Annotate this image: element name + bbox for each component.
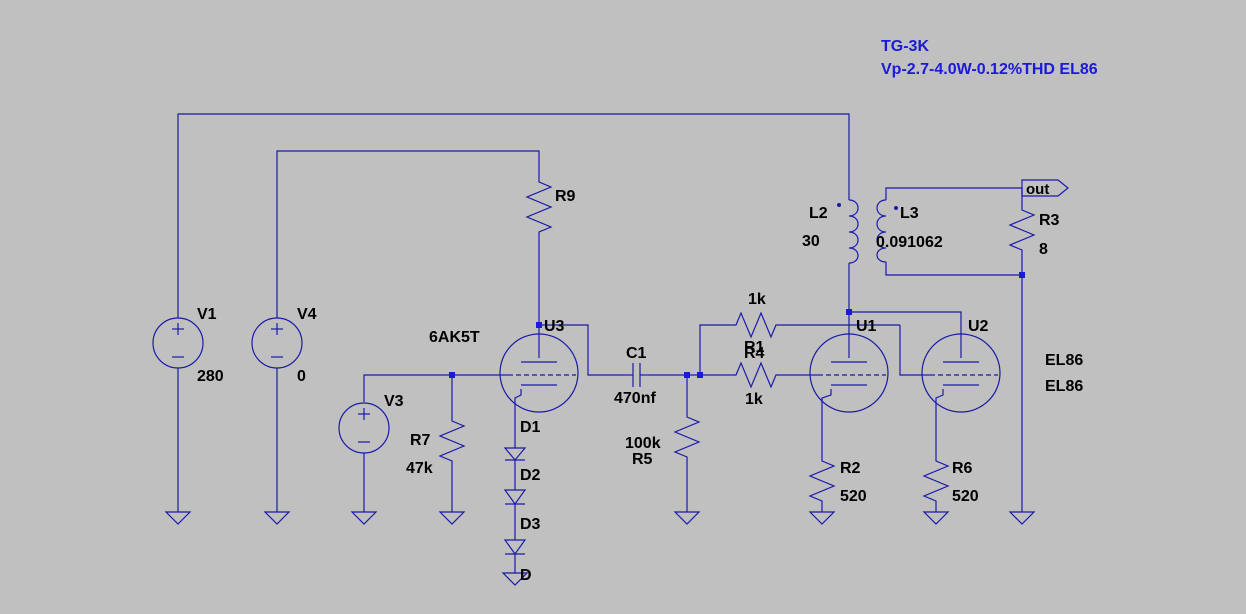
label-r5: R5 [632, 451, 653, 468]
label-r2: R2 [840, 460, 861, 477]
voltage-source-v1 [152, 317, 204, 369]
value-r3: 8 [1039, 241, 1048, 258]
label-u1: U1 [856, 318, 877, 335]
model-u1: EL86 [1045, 352, 1083, 369]
note-spec: Vp-2.7-4.0W-0.12%THD EL86 [881, 61, 1098, 78]
label-u2: U2 [968, 318, 989, 335]
label-r9: R9 [555, 188, 576, 205]
tube-u2 [921, 333, 1001, 413]
value-v4: 0 [297, 368, 306, 385]
label-v1: V1 [197, 306, 217, 323]
value-v1: 280 [197, 368, 224, 385]
tube-u3 [499, 333, 579, 413]
net-label-out [1021, 179, 1069, 197]
ground-symbols [164, 511, 1036, 586]
resistor-r7 [438, 416, 466, 466]
label-r6: R6 [952, 460, 973, 477]
net-out-text: out [1026, 181, 1049, 198]
label-v4: V4 [297, 306, 317, 323]
label-d: D [520, 567, 532, 584]
label-d2: D2 [520, 467, 541, 484]
label-r4: R4 [744, 345, 765, 362]
label-r1: R1 [744, 339, 765, 356]
label-r3: R3 [1039, 212, 1060, 229]
resistor-r3 [1008, 204, 1036, 260]
value-r7: 47k [406, 460, 433, 477]
capacitor-c1 [623, 363, 649, 387]
label-l3: L3 [900, 205, 919, 222]
label-d3: D3 [520, 516, 541, 533]
value-r1: 1k [748, 291, 766, 308]
diode-d1 [503, 440, 527, 490]
resistor-r5 [673, 412, 701, 466]
value-c1: 470nf [614, 390, 656, 407]
wires [177, 113, 1023, 512]
value-l2: 30 [802, 233, 820, 250]
value-r2: 520 [840, 488, 867, 505]
junction-dots [449, 272, 1025, 378]
value-l3: 0.091062 [876, 234, 943, 251]
tube-u1 [809, 333, 889, 413]
resistor-r9 [525, 172, 553, 238]
note-title: TG-3K [881, 38, 929, 55]
diode-d2 [503, 489, 527, 540]
diode-d3 [503, 539, 527, 573]
label-r7: R7 [410, 432, 431, 449]
resistor-r4 [730, 361, 780, 389]
model-u2: EL86 [1045, 378, 1083, 395]
model-u3: 6AK5T [429, 329, 480, 346]
value-r5: 100k [625, 435, 661, 452]
label-c1: C1 [626, 345, 647, 362]
label-u3: U3 [544, 318, 565, 335]
label-l2: L2 [809, 205, 828, 222]
voltage-source-v4 [251, 317, 303, 369]
label-d1: D1 [520, 419, 541, 436]
annotations: TG-3K Vp-2.7-4.0W-0.12%THD EL86 V1 280 V… [197, 38, 1098, 584]
voltage-source-v3 [338, 402, 390, 454]
resistor-r6 [922, 455, 950, 505]
value-r6: 520 [952, 488, 979, 505]
value-r4: 1k [745, 391, 763, 408]
label-v3: V3 [384, 393, 404, 410]
inductor-l2 [837, 196, 859, 264]
inductor-l3 [876, 199, 898, 263]
resistor-r1 [730, 311, 780, 339]
resistor-r2 [808, 455, 836, 505]
